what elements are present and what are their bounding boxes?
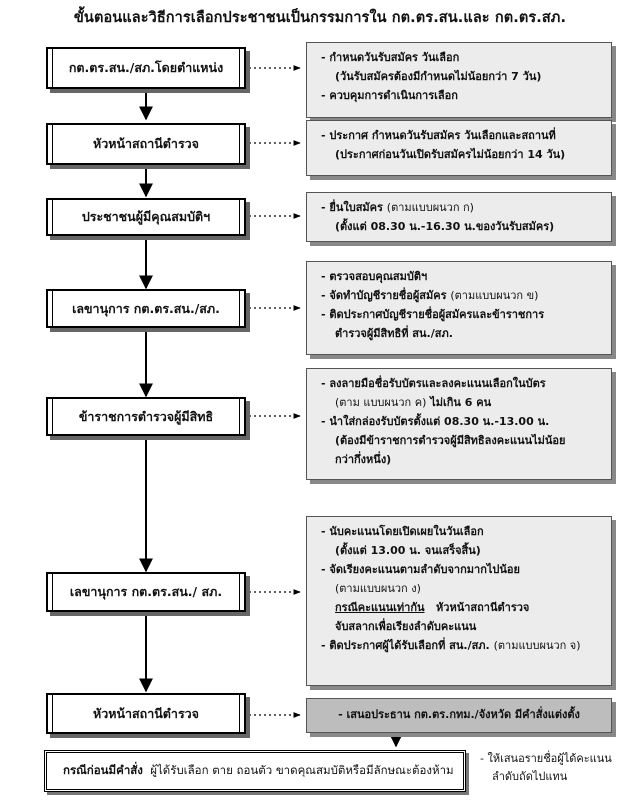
step-box-3: ประชาชนผู้มีคุณสมบัติฯ: [46, 198, 246, 236]
note-4-line-c: - ติดประกาศบัญชีรายชื่อผู้สมัครและข้าราช…: [321, 308, 545, 321]
note-box-6: - นับคะแนนโดยเปิดเผยในวันเลือก (ตั้งแต่ …: [306, 516, 612, 686]
diagram-title: ขั้นตอนและวิธีการเลือกประชาชนเป็นกรรมการ…: [73, 10, 567, 26]
note-6-line-b: (ตั้งแต่ 13.00 น. จนเสร็จสิ้น): [335, 544, 481, 557]
note-5-line-a: - ลงลายมือชื่อรับบัตรและลงคะแนนเลือกในบั…: [321, 377, 546, 390]
step-label-4: เลขานุการ กต.ตร.สน./สภ.: [72, 300, 220, 316]
step-label-6: เลขานุการ กต.ตร.สน./ สภ.: [69, 584, 223, 599]
note-3-line-b: (ตั้งแต่ 08.30 น.-16.30 น.ของวันรับสมัคร…: [335, 220, 555, 233]
note-6-line-e-case: กรณีคะแนนเท่ากัน: [335, 601, 425, 614]
note-5-line-b-limit: ไม่เกิน 6 คน: [430, 396, 492, 409]
note-6-line-c: - จัดเรียงคะแนนตามลำดับจากมากไปน้อย: [321, 563, 520, 576]
note-box-3: - ยื่นใบสมัคร (ตามแบบผนวก ก) (ตั้งแต่ 08…: [306, 192, 612, 242]
note-4-line-b: - จัดทำบัญชีรายชื่อผู้สมัคร: [321, 289, 447, 302]
step-box-6: เลขานุการ กต.ตร.สน./ สภ.: [46, 572, 246, 612]
note-7-line-a: - เสนอประธาน กต.ตร.กทม./จังหวัด มีคำสั่ง…: [338, 708, 580, 721]
note-6-line-d: (ตามแบบผนวก ง): [335, 582, 421, 595]
note-5-line-b: (ตาม แบบผนวก ค): [335, 396, 427, 409]
step-label-7: หัวหน้าสถานีตำรวจ: [92, 705, 200, 721]
note-3-line-a: - ยื่นใบสมัคร: [321, 201, 383, 214]
note-2-line-b: (ประกาศก่อนวันเปิดรับสมัครไม่น้อยกว่า 14…: [335, 148, 566, 161]
step-box-1: กต.ตร.สน./สภ.โดยตำแหน่ง: [46, 47, 246, 89]
note-box-4: - ตรวจสอบคุณสมบัติฯ - จัดทำบัญชีรายชื่อผ…: [306, 261, 612, 355]
side-note: - ให้เสนอรายชื่อผู้ได้คะแนน ลำดับถัดไปแท…: [480, 750, 640, 786]
step-label-3: ประชาชนผู้มีคุณสมบัติฯ: [81, 209, 211, 224]
note-6-line-a: - นับคะแนนโดยเปิดเผยในวันเลือก: [321, 525, 484, 538]
step-box-2: หัวหน้าสถานีตำรวจ: [46, 123, 246, 165]
note-box-1: - กำหนดวันรับสมัคร วันเลือก (วันรับสมัคร…: [306, 42, 612, 118]
side-note-line-1: - ให้เสนอรายชื่อผู้ได้คะแนน: [480, 752, 612, 765]
note-1-line-b: (วันรับสมัครต้องมีกำหนดไม่น้อยกว่า 7 วัน…: [335, 70, 542, 83]
note-4-line-b-form: (ตามแบบผนวก ข): [450, 289, 539, 302]
note-5-line-d: (ต้องมีข้าราชการตำรวจผู้มีสิทธิลงคะแนนไม…: [335, 434, 566, 447]
case-description: ผู้ได้รับเลือก ตาย ถอนตัว ขาดคุณสมบัติหร…: [150, 763, 454, 777]
note-6-line-g-form: (ตามแบบผนวก จ): [493, 639, 581, 652]
note-box-7: - เสนอประธาน กต.ตร.กทม./จังหวัด มีคำสั่ง…: [306, 698, 612, 733]
step-box-5: ข้าราชการตำรวจผู้มีสิทธิ: [46, 397, 246, 436]
step-label-1: กต.ตร.สน./สภ.โดยตำแหน่ง: [68, 60, 224, 75]
note-1-line-a: - กำหนดวันรับสมัคร วันเลือก: [321, 51, 460, 64]
step-box-7: หัวหน้าสถานีตำรวจ: [46, 693, 246, 734]
note-box-2: - ประกาศ กำหนดวันรับสมัคร วันเลือกและสถา…: [306, 120, 612, 176]
step-label-2: หัวหน้าสถานีตำรวจ: [92, 136, 200, 151]
note-6-line-g: - ติดประกาศผู้ได้รับเลือกที่ สน./สภ.: [321, 639, 490, 652]
note-box-5: - ลงลายมือชื่อรับบัตรและลงคะแนนเลือกในบั…: [306, 368, 612, 480]
side-note-line-2: ลำดับถัดไปแทน: [492, 770, 568, 783]
step-box-4: เลขานุการ กต.ตร.สน./สภ.: [46, 289, 246, 328]
note-2-line-a: - ประกาศ กำหนดวันรับสมัคร วันเลือกและสถา…: [321, 129, 556, 142]
note-1-line-c: - ควบคุมการดำเนินการเลือก: [321, 89, 458, 102]
case-heading: กรณีก่อนมีคำสั่ง: [63, 763, 143, 777]
note-6-line-e-who: หัวหน้าสถานีตำรวจ: [436, 601, 530, 614]
exception-case-box: กรณีก่อนมีคำสั่ง ผู้ได้รับเลือก ตาย ถอนต…: [44, 750, 466, 792]
note-5-line-c: - นำใส่กล่องรับบัตรตั้งแต่ 08.30 น.-13.0…: [321, 415, 550, 428]
note-4-line-d: ตำรวจผู้มีสิทธิที่ สน./สภ.: [335, 327, 453, 340]
note-6-line-f: จับสลากเพื่อเรียงลำดับคะแนน: [335, 620, 477, 633]
note-3-line-a-form: (ตามแบบผนวก ก): [386, 201, 474, 214]
step-label-5: ข้าราชการตำรวจผู้มีสิทธิ: [78, 408, 214, 424]
note-5-line-e: กว่ากึ่งหนึ่ง): [335, 453, 392, 466]
note-4-line-a: - ตรวจสอบคุณสมบัติฯ: [321, 270, 428, 283]
